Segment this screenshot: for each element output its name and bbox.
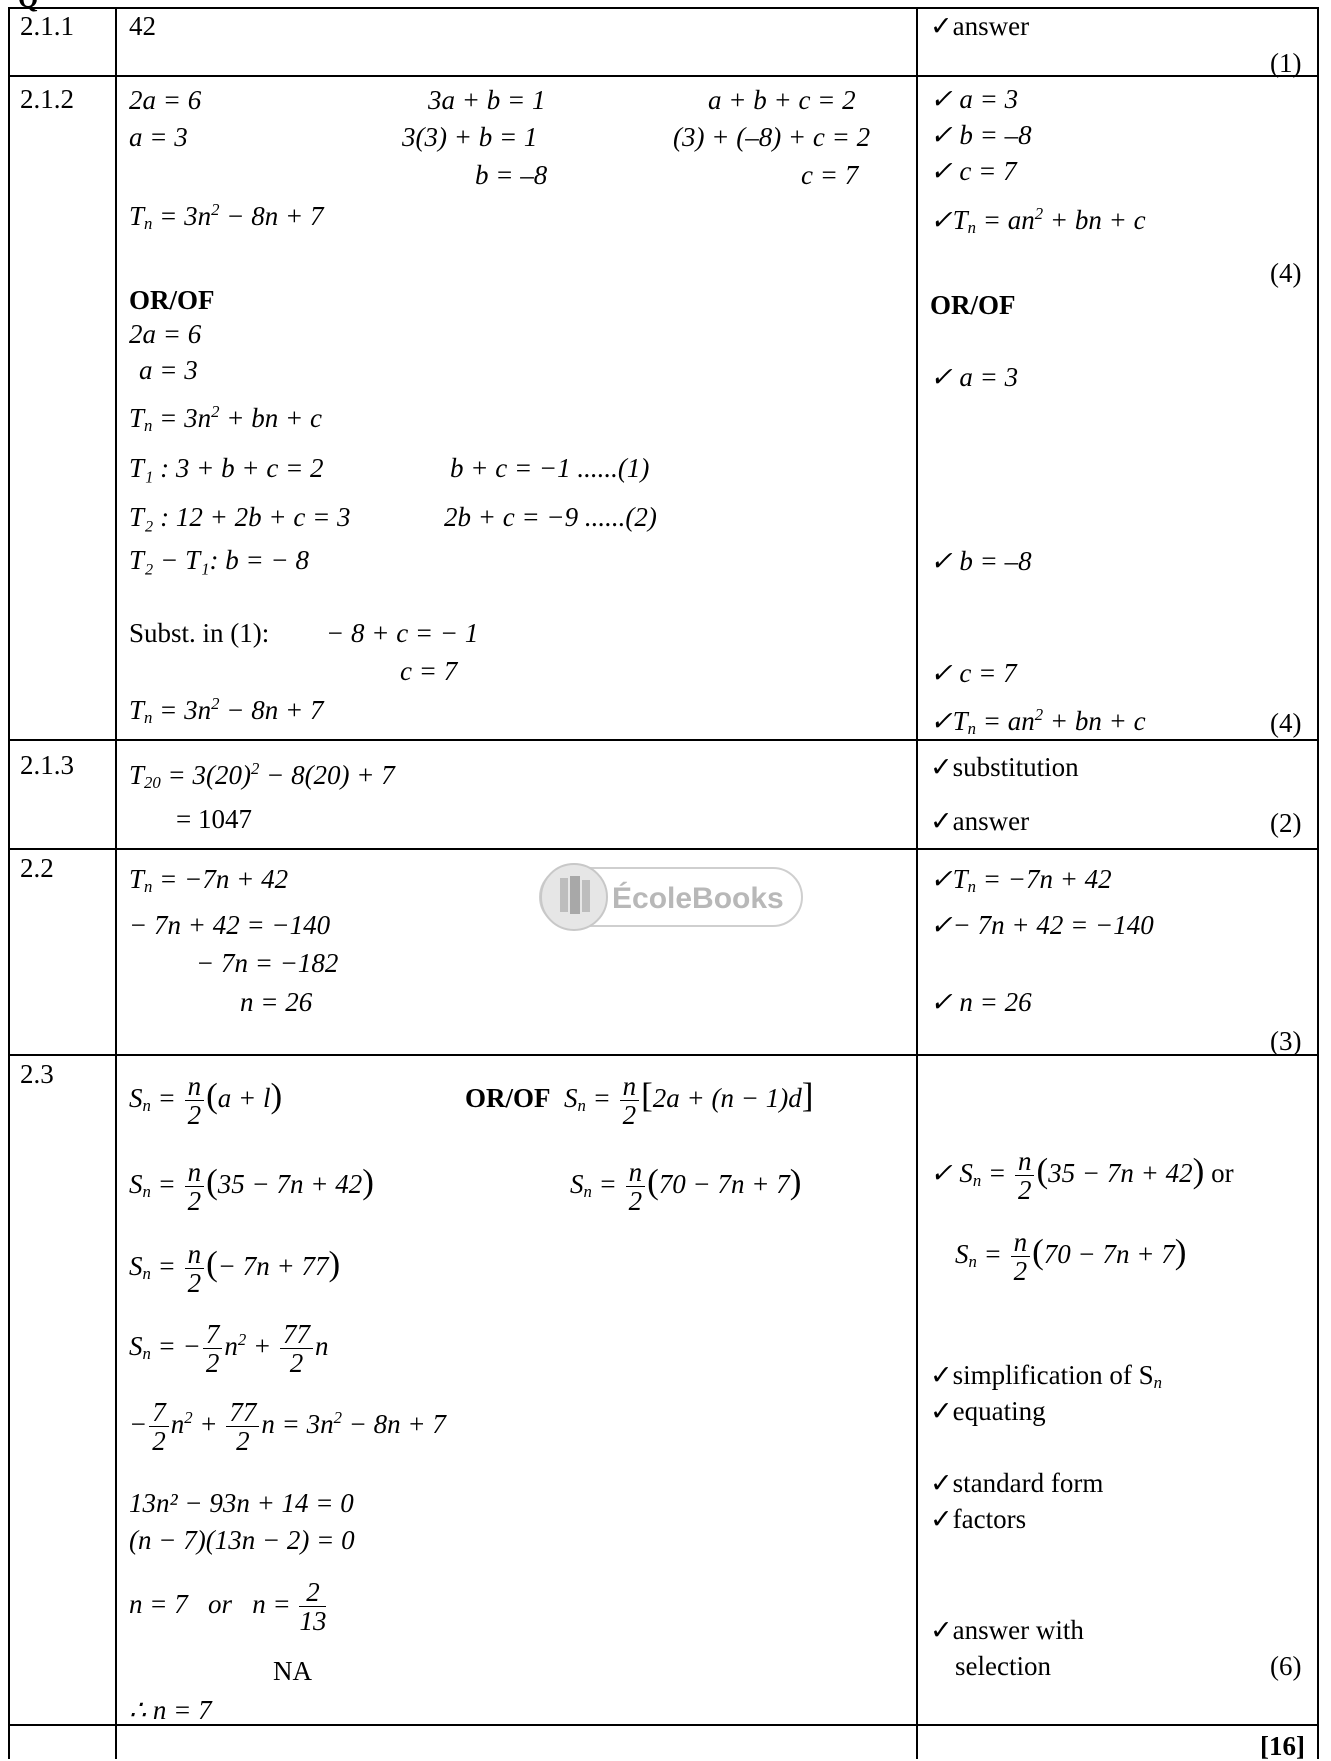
question-number: 2.1.2 — [20, 84, 74, 114]
equation: − 8 + c = − 1 — [326, 618, 479, 648]
memo-answer: ✓answer — [930, 11, 1030, 41]
general-term: Tn = 3n2 − 8n + 7 — [129, 693, 324, 728]
marks: (4) — [1270, 708, 1302, 738]
memo-mark: ✓ a = 3 — [930, 362, 1019, 392]
answer-text: 42 — [129, 11, 156, 41]
memo-mark: ✓equating — [930, 1396, 1046, 1426]
memo-mark: ✓factors — [930, 1504, 1027, 1534]
memo-mark: ✓ n = 26 — [930, 987, 1032, 1017]
equation: − 7n = −182 — [196, 948, 339, 978]
memo-label: b = –8 — [959, 546, 1032, 576]
memo-mark: ✓− 7n + 42 = −140 — [930, 910, 1154, 940]
memo-mark: ✓ c = 7 — [930, 156, 1017, 186]
memo-mark: ✓substitution — [930, 752, 1079, 782]
memo-label: factors — [952, 1504, 1027, 1534]
or-of-label: OR/OF — [930, 290, 1016, 320]
equation: (3) + (–8) + c = 2 — [673, 122, 871, 152]
not-applicable-label: NA — [273, 1656, 312, 1686]
equation: c = 7 — [400, 656, 458, 686]
question-number: 2.3 — [20, 1059, 54, 1089]
memo-label: n = 26 — [959, 987, 1032, 1017]
question-number: 2.1.1 — [20, 11, 74, 41]
memo-label: a = 3 — [959, 84, 1019, 114]
question-header-fragment: Q — [18, 0, 38, 12]
equation: T20 = 3(20)2 − 8(20) + 7 — [129, 758, 395, 793]
equation: 2b + c = −9 ......(2) — [444, 502, 657, 532]
equation: a + b + c = 2 — [708, 85, 856, 115]
substitution-label: Subst. in (1): — [129, 618, 270, 648]
memo-label: answer — [952, 11, 1030, 41]
memo-mark: ✓Tn = −7n + 42 — [930, 864, 1112, 897]
or-text: or — [1211, 1158, 1234, 1189]
equation: (n − 7)(13n − 2) = 0 — [129, 1525, 355, 1555]
equation: − 7n + 42 = −140 — [129, 910, 331, 940]
memo-label: b = –8 — [959, 120, 1032, 150]
equation: T₂ : 12 + 2b + c = 3 — [129, 502, 351, 532]
memo-label: − 7n + 42 = −140 — [952, 910, 1154, 940]
memo-label: answer — [952, 806, 1030, 836]
equation: n = 26 — [240, 987, 313, 1017]
memo-label: substitution — [952, 752, 1079, 782]
equation: Tn = 3n2 + bn + c — [129, 401, 322, 436]
equation: 3(3) + b = 1 — [402, 122, 538, 152]
equation: b = –8 — [475, 160, 548, 190]
memo-label: simplification of S — [952, 1360, 1154, 1390]
equation: b + c = −1 ......(1) — [450, 453, 650, 483]
marks: (4) — [1270, 258, 1302, 288]
question-number: 2.2 — [20, 853, 54, 883]
memo-label: equating — [952, 1396, 1046, 1426]
memo-label: standard form — [952, 1468, 1104, 1498]
equation: 2a = 6 — [129, 319, 202, 349]
equation: a = 3 — [129, 122, 188, 152]
ecolebooks-watermark-logo: ÉcoleBooks — [539, 863, 803, 931]
memo-label-subscript: n — [1153, 1373, 1162, 1393]
total-marks: [16] — [1260, 1731, 1305, 1761]
question-number: 2.1.3 — [20, 750, 74, 780]
equation: c = 7 — [801, 160, 859, 190]
marks: (6) — [1270, 1651, 1302, 1681]
equation: a = 3 — [139, 355, 198, 385]
memo-mark: ✓answer with — [930, 1615, 1084, 1645]
equation: T₂ − T₁: b = − 8 — [129, 545, 309, 575]
general-term: Tn = 3n2 − 8n + 7 — [129, 199, 324, 234]
memo-mark: ✓standard form — [930, 1468, 1104, 1498]
marks: (2) — [1270, 808, 1302, 838]
memo-mark: ✓Tn = an2 + bn + c — [930, 704, 1146, 739]
marks: (3) — [1270, 1026, 1302, 1056]
equation: 3a + b = 1 — [428, 85, 546, 115]
memo-label: selection — [955, 1651, 1051, 1681]
or-of-label: OR/OF — [465, 1083, 551, 1114]
or-of-label: OR/OF — [129, 285, 215, 315]
memo-label: c = 7 — [959, 156, 1017, 186]
equation: = 1047 — [176, 804, 252, 834]
marks: (1) — [1270, 48, 1302, 78]
equation: T₁ : 3 + b + c = 2 — [129, 453, 324, 483]
memo-mark: ✓simplification of Sn — [930, 1360, 1162, 1393]
memo-label: a = 3 — [959, 362, 1019, 392]
equation: Tn = −7n + 42 — [129, 864, 289, 897]
watermark-text: ÉcoleBooks — [612, 881, 784, 915]
memo-label: c = 7 — [959, 658, 1017, 688]
memo-mark: ✓answer — [930, 806, 1030, 836]
memo-mark: ✓ c = 7 — [930, 658, 1017, 688]
equation: 2a = 6 — [129, 85, 202, 115]
memo-label: answer with — [952, 1615, 1084, 1645]
memo-mark: ✓ b = –8 — [930, 120, 1032, 150]
equation: 13n² − 93n + 14 = 0 — [129, 1488, 354, 1518]
memo-mark: ✓ a = 3 — [930, 84, 1019, 114]
conclusion: ∴ n = 7 — [129, 1695, 212, 1725]
memo-mark: ✓ b = –8 — [930, 546, 1032, 576]
memo-mark: ✓Tn = an2 + bn + c — [930, 203, 1146, 238]
